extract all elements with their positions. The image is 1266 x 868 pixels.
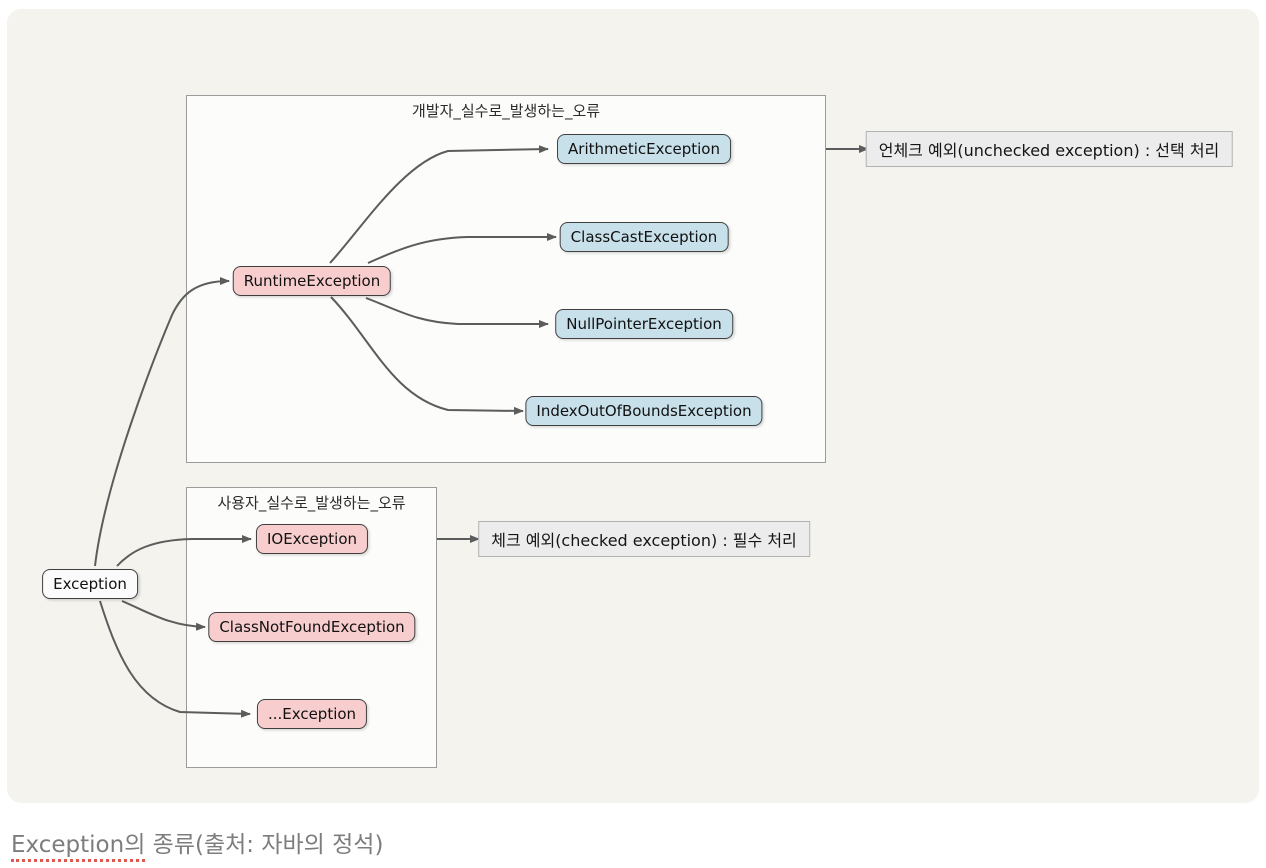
label-checked-exception: 체크 예외(checked exception) : 필수 처리 [478, 521, 810, 557]
caption-rest: 종류(출처: 자바의 정석) [145, 832, 384, 858]
caption-highlighted-word: Exception의 [11, 832, 146, 862]
node-etc-exception: ...Exception [256, 699, 368, 729]
node-io-exception: IOException [255, 524, 369, 554]
label-unchecked-exception: 언체크 예외(unchecked exception) : 선택 처리 [865, 131, 1233, 167]
node-arithmetic-exception: ArithmeticException [557, 134, 731, 164]
subgraph-user-title: 사용자_실수로_발생하는_오류 [217, 494, 406, 512]
node-classcast-exception: ClassCastException [559, 222, 729, 252]
subgraph-developer-title: 개발자_실수로_발생하는_오류 [411, 102, 601, 120]
caption: Exception의 종류(출처: 자바의 정석) [11, 825, 384, 862]
node-indexoutofbounds-exception: IndexOutOfBoundsException [525, 396, 763, 426]
node-classnotfound-exception: ClassNotFoundException [208, 612, 416, 642]
node-exception: Exception [42, 569, 138, 599]
node-runtime-exception: RuntimeException [232, 266, 392, 296]
node-nullpointer-exception: NullPointerException [555, 309, 733, 339]
